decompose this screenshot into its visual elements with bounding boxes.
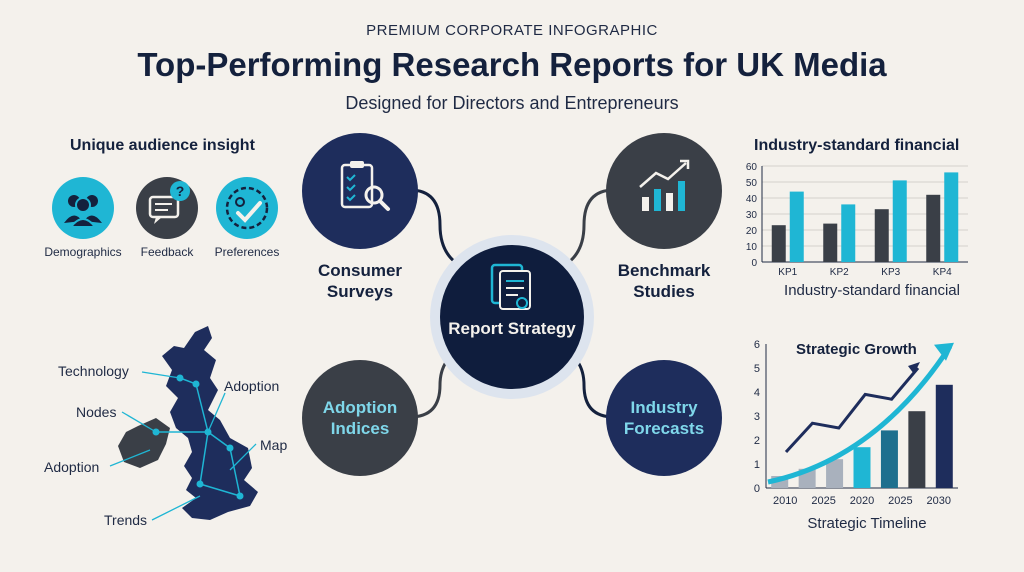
financial-chart-xlabel: Industry-standard financial xyxy=(784,282,960,299)
x-tick-label: KP3 xyxy=(881,267,900,278)
preferences-check-icon xyxy=(216,177,278,239)
map-label-trends: Trends xyxy=(104,512,148,528)
benchmark-studies-node xyxy=(606,133,722,249)
consumer-surveys-label: Consumer Surveys xyxy=(317,261,403,301)
bar xyxy=(841,204,856,262)
speech-bubble-question-icon: ? xyxy=(136,177,198,239)
map-label-nodes: Nodes xyxy=(76,404,117,420)
trend-line xyxy=(784,367,920,454)
adoption-indices-node xyxy=(302,360,418,476)
insight-label-feedback: Feedback xyxy=(140,245,194,259)
x-tick-label: 2020 xyxy=(850,495,874,507)
x-tick-label: KP4 xyxy=(933,267,952,278)
industry-forecasts-node xyxy=(606,360,722,476)
y-tick-label: 0 xyxy=(751,258,757,269)
growth-chart-xlabel: Strategic Timeline xyxy=(807,515,927,532)
page-subtitle: Designed for Directors and Entrepreneurs xyxy=(345,93,679,113)
bar xyxy=(880,430,898,488)
y-tick-label: 6 xyxy=(754,339,760,351)
uk-map xyxy=(118,326,258,520)
bar xyxy=(926,194,941,262)
bar xyxy=(874,209,889,262)
y-tick-label: 1 xyxy=(754,459,760,471)
y-tick-label: 10 xyxy=(746,242,758,253)
page-title: Top-Performing Research Reports for UK M… xyxy=(137,46,887,83)
bar xyxy=(853,447,871,488)
y-tick-label: 30 xyxy=(746,210,758,221)
report-strategy-label: Report Strategy xyxy=(448,319,576,338)
y-tick-label: 2 xyxy=(754,435,760,447)
y-tick-label: 50 xyxy=(746,178,758,189)
benchmark-studies-label: Benchmark Studies xyxy=(617,261,711,301)
growth-arrow xyxy=(767,345,953,485)
eyebrow-label: PREMIUM CORPORATE INFOGRAPHIC xyxy=(366,22,658,39)
bar xyxy=(908,411,926,488)
adoption-indices-label: Adoption Indices xyxy=(322,398,398,438)
financial-chart-title: Industry-standard financial xyxy=(754,137,960,154)
x-tick-label: 2025 xyxy=(811,495,835,507)
report-strategy-node xyxy=(440,245,584,389)
growth-arrowhead xyxy=(934,342,954,361)
people-icon xyxy=(52,177,114,239)
y-tick-label: 3 xyxy=(754,411,760,423)
insight-label-preferences: Preferences xyxy=(214,245,280,259)
bar xyxy=(935,384,953,488)
bar-chart-trend-icon xyxy=(639,159,690,211)
bar xyxy=(789,191,804,262)
x-tick-label: 2025 xyxy=(888,495,912,507)
y-tick-label: 60 xyxy=(746,162,758,173)
insight-label-demographics: Demographics xyxy=(44,245,122,259)
y-tick-label: 5 xyxy=(754,363,760,375)
y-tick-label: 0 xyxy=(754,483,760,495)
map-label-adoption-left: Adoption xyxy=(44,459,100,475)
x-tick-label: 2010 xyxy=(773,495,797,507)
trend-arrowhead xyxy=(908,362,920,374)
map-label-adoption-top: Adoption xyxy=(224,378,280,394)
map-label-map: Map xyxy=(260,437,288,453)
report-document-icon xyxy=(490,263,531,310)
consumer-surveys-node xyxy=(302,133,418,249)
strategic-growth-chart: Strategic Growth 0 1 2 3 4 5 6 2010 2025 2020 2025 2… xyxy=(754,339,958,507)
x-tick-label: KP2 xyxy=(830,267,849,278)
y-tick-label: 20 xyxy=(746,226,758,237)
clipboard-search-icon xyxy=(340,161,390,211)
bar xyxy=(892,180,907,262)
map-label-technology: Technology xyxy=(58,363,129,379)
bar xyxy=(826,459,844,488)
industry-forecasts-label: Industry Forecasts xyxy=(623,398,705,438)
svg-text:?: ? xyxy=(176,183,185,199)
x-tick-label: KP1 xyxy=(778,267,797,278)
bar xyxy=(944,172,959,262)
y-tick-label: 4 xyxy=(754,387,760,399)
insight-title: Unique audience insight xyxy=(70,137,255,154)
bar xyxy=(823,223,838,262)
y-tick-label: 40 xyxy=(746,194,758,205)
bar xyxy=(771,225,786,262)
growth-chart-title: Strategic Growth xyxy=(796,341,917,358)
x-tick-label: 2030 xyxy=(927,495,951,507)
